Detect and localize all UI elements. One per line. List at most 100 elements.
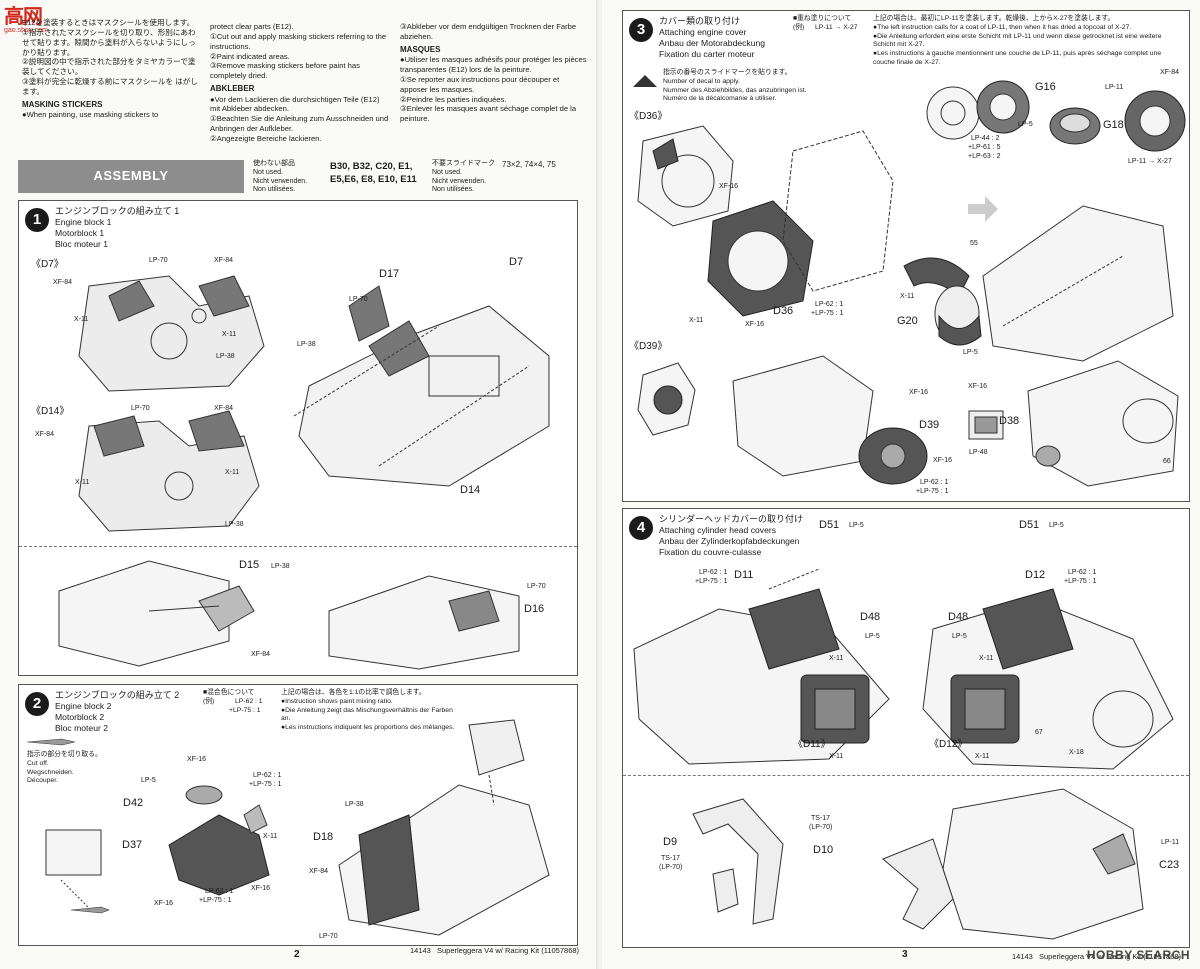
mix-notes: 上記の場合は、各色を1:1の比率で調色します。 ●Instruction sho… xyxy=(281,689,461,733)
unused-decals-de: Nicht verwenden. xyxy=(432,177,487,185)
d18-lp70-label: LP-70 xyxy=(319,933,338,940)
step-2-title-de: Motorblock 2 xyxy=(55,711,105,722)
page-number-left: 2 xyxy=(294,948,300,960)
d7-x11-right-label: X-11 xyxy=(222,331,237,338)
decal-note: 指示の番号のスライドマークを貼ります。 Number of decal to a… xyxy=(663,69,807,104)
d11-x11-bottom-label: X-11 xyxy=(829,753,844,760)
d16-lp70-label: LP-70 xyxy=(527,583,546,590)
knife-icon xyxy=(27,738,76,746)
g20-lp5-label: LP-5 xyxy=(963,349,978,356)
watermark-url: gao.shou.com xyxy=(4,27,48,34)
d48-left-lp5-label: LP-5 xyxy=(865,633,880,640)
d36-xf16-label: XF-16 xyxy=(719,183,739,190)
d9-d10-frame-drawing xyxy=(692,798,784,925)
d11-lp62-label: LP-62 : 1 xyxy=(699,569,728,576)
d15-callout: D15 xyxy=(239,559,260,571)
watermark-text: 高网 xyxy=(4,4,43,28)
step-3-panel: 3 カバー類の取り付け Attaching engine cover Anbau… xyxy=(622,10,1190,502)
d42-lp62-label: LP-62 : 1 xyxy=(253,772,282,779)
d39-callout: D39 xyxy=(919,419,940,431)
engine-block-2-drawing xyxy=(338,719,550,936)
abkleber-1: ●Vor dem Lackieren die durchsichtigen Te… xyxy=(210,94,380,114)
d36-inset-drawing xyxy=(637,125,734,227)
layer-note-jp: 上記の場合は、最初にLP-11を塗装します。乾燥後、上からX-27を塗装します。 xyxy=(873,15,1115,22)
d48-right-lp5-label: LP-5 xyxy=(952,633,967,640)
step-2-panel: 2 エンジンブロックの組み立て 2 Engine block 2 Motorbl… xyxy=(18,684,578,946)
decal-jp: 指示の番号のスライドマークを貼ります。 xyxy=(663,69,792,76)
d11-underside-drawing xyxy=(800,674,870,744)
masques-4: ③Enlever les masques avant séchage compl… xyxy=(400,104,577,124)
not-used-en: Not used. xyxy=(253,168,283,176)
masking-jp-2: ①指示されたマスクシールを切り取り、形別にあわせて貼ります。隙間から塗料が入らな… xyxy=(22,27,196,57)
cut-en: Cut off. xyxy=(27,759,49,767)
g16-part-drawing xyxy=(976,80,1030,134)
d39-inset-label: 《D39》 xyxy=(629,341,668,352)
d11-callout: D11 xyxy=(734,569,754,581)
step-2-number: 2 xyxy=(25,692,49,716)
d18-xf84-label: XF-84 xyxy=(309,868,329,875)
c23-lp11-label: LP-11 xyxy=(1161,839,1180,846)
g16-callout: G16 xyxy=(1035,81,1056,93)
masking-en-1: protect clear parts (E12). xyxy=(210,22,294,31)
mix-a: LP-62 : 1 xyxy=(235,698,263,705)
d9-callout: D9 xyxy=(663,836,678,848)
not-used-parts-line-2: E5,E6, E8, E10, E11 xyxy=(330,173,417,185)
d37-x11-label: X-11 xyxy=(263,833,278,840)
cut-jp: 指示の部分を切り取る。 xyxy=(27,751,102,758)
d7-lp70-label: LP-70 xyxy=(149,257,168,264)
masking-jp-3: ②説明図の中で指示された部分をタミヤカラーで塗装してください。 xyxy=(22,57,196,77)
step-4-number: 4 xyxy=(629,516,653,540)
d11-inset-label: 《D11》 xyxy=(793,739,831,750)
decal-55-marker: 55 xyxy=(970,240,978,247)
d7-inset-label: 《D7》 xyxy=(31,259,64,270)
g16-lp5-label: LP-5 xyxy=(1018,121,1033,128)
step-1-divider xyxy=(19,546,577,547)
d12-inset-label: 《D12》 xyxy=(929,739,968,750)
cut-de: Wegschneiden. xyxy=(27,768,74,776)
d15-lp38-label: LP-38 xyxy=(271,563,290,570)
d7-part-drawing xyxy=(78,275,265,392)
d39-lp75-label: +LP-75 : 1 xyxy=(916,488,949,495)
step-3-title-en: Attaching engine cover xyxy=(659,27,747,38)
d51-left-callout: D51 xyxy=(819,519,840,531)
d12-x11-top-label: X-11 xyxy=(979,655,994,662)
d38-part-drawing xyxy=(968,410,1004,440)
d37-xf16-left-label: XF-16 xyxy=(154,900,174,907)
gear-lp11-x27-label: LP-11 → X-27 xyxy=(1128,158,1172,165)
mix-example: ■混合色について (例) LP-62 : 1 +LP-75 : 1 xyxy=(203,689,278,714)
left-footer-product-name: Superleggera V4 w/ Racing Kit (11057868) xyxy=(437,945,580,955)
masking-en-2: ①Cut out and apply masking stickers refe… xyxy=(210,31,387,51)
left-page: 高网 gao.shou.com E12を塗装するときはマスクシールを使用します。… xyxy=(0,0,598,969)
left-footer-product-code: 14143 xyxy=(410,945,431,955)
watermark-logo: 高网 gao.shou.com xyxy=(4,4,76,48)
decal-fr: Numéro de la décalcomanie à utiliser. xyxy=(663,95,777,103)
d16-callout: D16 xyxy=(524,603,545,615)
step1-lp70-callout: LP-70 xyxy=(349,296,368,303)
footer-product-name: Superleggera V4 w/ Racing Kit (11057868) xyxy=(1039,951,1182,961)
layer-note-fr: ●Les instructions à gauche mentionnent u… xyxy=(873,50,1162,67)
engine-block-1-exploded-drawing xyxy=(293,285,550,487)
step-2-title-en: Engine block 2 xyxy=(55,701,112,712)
d12-x11-bottom-label: X-11 xyxy=(975,753,990,760)
d37-callout: D37 xyxy=(122,839,143,851)
page-gutter xyxy=(596,0,604,969)
right-page: 3 カバー類の取り付け Attaching engine cover Anbau… xyxy=(602,0,1200,969)
layer-example-value: LP-11 → X-27 xyxy=(815,24,858,31)
step-4-title: シリンダーヘッドカバーの取り付け Attaching cylinder head… xyxy=(659,514,803,557)
step-1-title-fr: Bloc moteur 1 xyxy=(55,238,109,249)
d14-part-drawing xyxy=(78,410,260,532)
step-3-title-fr: Fixation du carter moteur xyxy=(659,48,755,59)
d42-xf16-label: XF-16 xyxy=(187,756,207,763)
abkleber-3: ②Angezeigte Bereiche lackieren. xyxy=(210,133,322,143)
step-1-title-de: Motorblock 1 xyxy=(55,227,105,238)
c23-assembly-drawing xyxy=(882,788,1144,940)
unused-decals-marks: 73×2, 74×4, 75 xyxy=(502,160,556,169)
d10-callout: D10 xyxy=(813,844,834,856)
cut-fr: Découper. xyxy=(27,777,58,785)
unused-decals-fr: Non utilisées. xyxy=(432,186,475,194)
d12-lp75-label: +LP-75 : 1 xyxy=(1064,578,1097,585)
step-4-title-fr: Fixation du couvre-culasse xyxy=(659,546,762,557)
step-1-number: 1 xyxy=(25,208,49,232)
d14-xf84-left-label: XF-84 xyxy=(35,431,55,438)
decal-67-marker: 67 xyxy=(1035,729,1043,736)
